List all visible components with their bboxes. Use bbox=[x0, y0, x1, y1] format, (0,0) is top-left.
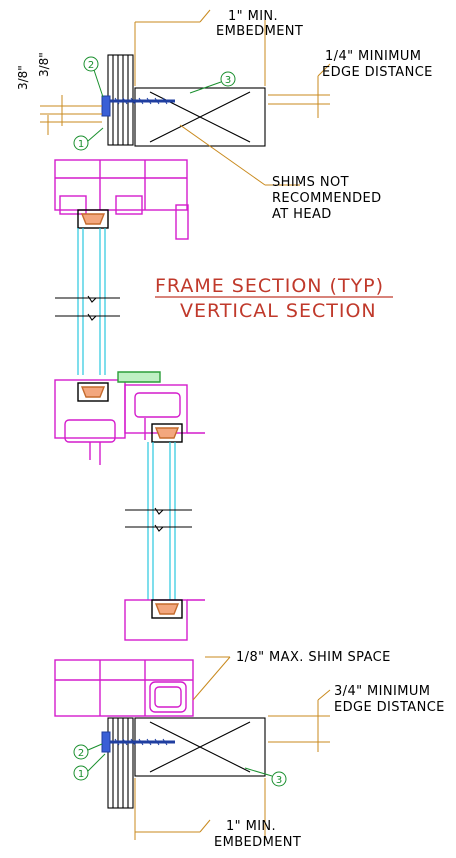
upper-break-line bbox=[55, 295, 120, 321]
sill-embedment-line2: EMBEDMENT bbox=[214, 835, 301, 850]
callout-2-head: 2 bbox=[83, 56, 104, 98]
upper-glass bbox=[77, 228, 106, 375]
lower-glass bbox=[147, 442, 176, 600]
shims-line3: AT HEAD bbox=[272, 207, 332, 222]
head-edge-line2: EDGE DISTANCE bbox=[322, 65, 433, 80]
meeting-rail-profile bbox=[54, 371, 205, 465]
head-wood-blocking bbox=[134, 87, 266, 147]
sill-edge-line1: 3/4" MINIMUM bbox=[334, 684, 430, 699]
head-frame-profile bbox=[54, 159, 189, 240]
head-dimensions bbox=[40, 9, 331, 186]
callout-1-head: 1 bbox=[73, 127, 104, 151]
lower-break-line bbox=[125, 507, 192, 532]
sill-dimensions bbox=[134, 656, 331, 840]
title-line1: FRAME SECTION (TYP) bbox=[155, 275, 384, 297]
head-edge-line1: 1/4" MINIMUM bbox=[325, 49, 421, 64]
head-embedment-line1: 1" MIN. bbox=[228, 9, 278, 24]
callout-3-head: 3 bbox=[189, 71, 236, 94]
title-line2: VERTICAL SECTION bbox=[180, 300, 377, 322]
svg-text:3: 3 bbox=[225, 75, 231, 86]
sill-frame-profile bbox=[54, 599, 205, 717]
title-block: FRAME SECTION (TYP) VERTICAL SECTION bbox=[155, 275, 393, 322]
svg-text:3: 3 bbox=[276, 775, 282, 786]
svg-text:1: 1 bbox=[78, 769, 84, 780]
svg-text:2: 2 bbox=[78, 748, 84, 759]
sill-embedment-line1: 1" MIN. bbox=[226, 819, 276, 834]
svg-text:1: 1 bbox=[78, 139, 84, 150]
svg-text:2: 2 bbox=[88, 60, 94, 71]
dim-three-eighths-b: 3/8" bbox=[37, 52, 51, 77]
sill-screw bbox=[101, 731, 175, 753]
shims-line2: RECOMMENDED bbox=[272, 191, 382, 206]
callout-2-sill: 2 bbox=[73, 743, 103, 760]
sill-wall-hatch bbox=[107, 717, 134, 809]
callout-3-sill: 3 bbox=[244, 767, 287, 787]
callout-1-sill: 1 bbox=[73, 753, 106, 781]
sill-detail: 1/8" MAX. SHIM SPACE 3/4" MINIMUM EDGE D… bbox=[73, 650, 445, 850]
head-screw bbox=[101, 95, 175, 117]
shims-line1: SHIMS NOT bbox=[272, 175, 349, 190]
sill-edge-line2: EDGE DISTANCE bbox=[334, 700, 445, 715]
sill-wood-blocking bbox=[134, 717, 266, 777]
head-detail: 1" MIN. EMBEDMENT 1/4" MINIMUM EDGE DIST… bbox=[16, 9, 433, 222]
shim-space-label: 1/8" MAX. SHIM SPACE bbox=[236, 650, 391, 665]
head-embedment-line2: EMBEDMENT bbox=[216, 24, 303, 39]
dim-three-eighths-a: 3/8" bbox=[16, 65, 30, 90]
